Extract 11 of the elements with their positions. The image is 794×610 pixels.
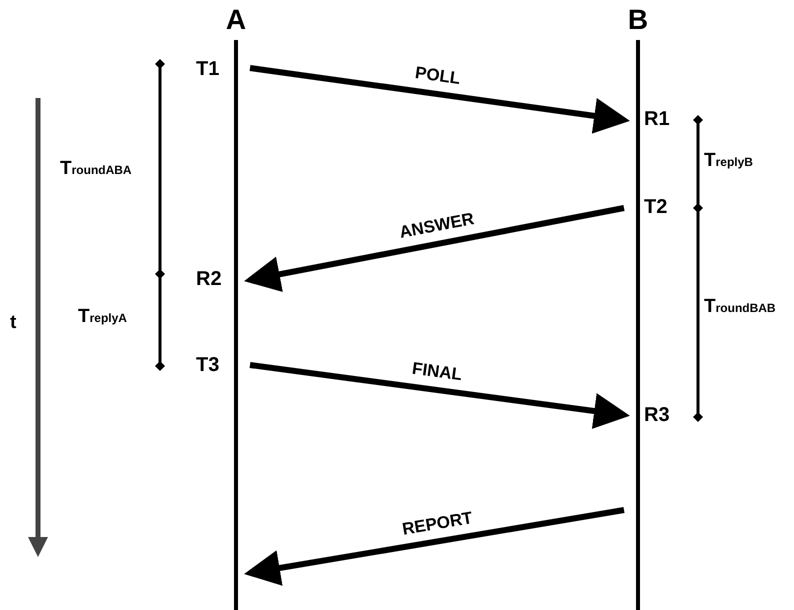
edge-label: ANSWER: [398, 209, 476, 243]
event-label: R1: [644, 108, 670, 130]
event-label: R2: [196, 268, 222, 290]
edge-label: FINAL: [410, 358, 464, 386]
event-label: T3: [196, 354, 220, 376]
event-label: T1: [196, 58, 220, 80]
event-label: R3: [644, 404, 670, 426]
event-label: T2: [644, 196, 668, 218]
axis-label: t: [10, 312, 16, 334]
edge-label: REPORT: [400, 508, 474, 540]
edge-label: POLL: [413, 62, 461, 90]
